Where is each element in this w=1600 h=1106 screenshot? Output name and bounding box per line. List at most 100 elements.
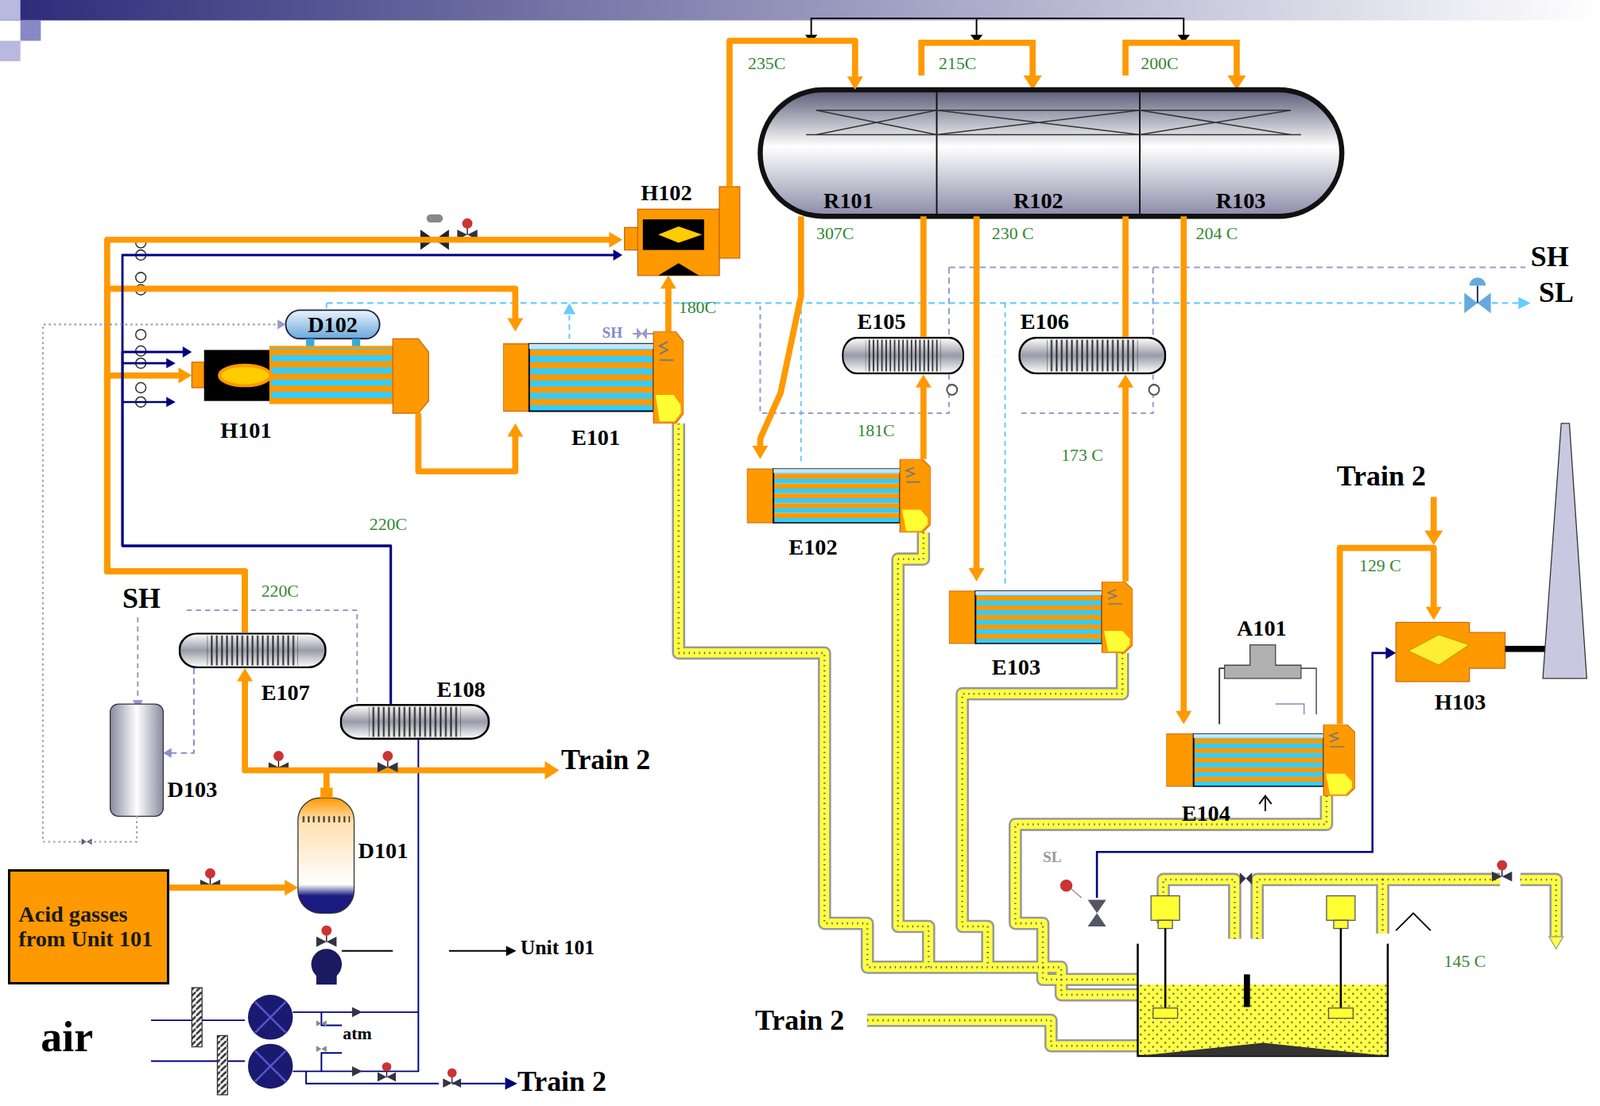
annotation-label: SL [1042,848,1062,866]
reactor-bed: R102 [937,89,1140,217]
line-path [1219,668,1225,725]
process-line [418,413,524,472]
process-line [122,346,392,705]
source-box: Acid gasses from Unit 101 [7,869,170,985]
reactor-bed: R103 [1139,89,1342,217]
line-path [107,375,245,633]
equipment-tag: R103 [1216,188,1267,214]
reactor-top-loop [805,18,1247,90]
process-line [1124,216,1126,337]
line-path [169,884,287,892]
temperature-label: 181C [856,421,895,441]
temperature-label: 235C [747,54,786,74]
line-path [42,324,279,842]
steam-reheater: E107 [178,632,327,669]
process-line [162,668,194,759]
annotation-label: SL [1538,277,1574,310]
equipment-tag: E105 [856,309,906,334]
reactor-bed: R101 [759,89,937,217]
arrow-head [1117,374,1134,388]
process-line [107,368,245,633]
annotation-label: 145 C [1444,952,1487,972]
arrow-head [507,318,524,333]
process-line [1175,216,1192,725]
process-line [1117,374,1134,582]
equipment-tag: E107 [261,680,310,706]
heat-exchangers [179,331,1356,812]
knockout-drum: D101 [298,798,355,914]
line-path [973,216,981,571]
arrow-head [660,275,677,290]
arrow-head [613,249,624,261]
line-path [170,668,194,754]
process-line [42,319,287,842]
process-line [729,40,864,187]
line-path [107,240,613,633]
arrow-head [178,368,193,384]
line-path [665,286,672,332]
temperature-label: 173 C [1061,445,1104,465]
annotation-label: SH [122,583,161,616]
process-line [107,288,524,633]
annotation-label: Train 2 [517,1066,607,1099]
process-line [751,216,801,460]
line-path [729,40,856,187]
line-path [122,352,392,705]
heater-h101 [191,309,429,414]
reactor-vessel [759,89,1342,217]
arrow-head [847,76,864,90]
temperature-label: 230 C [991,224,1035,244]
annotation-label: air [40,1014,93,1062]
process-line [1340,548,1442,725]
temperature-label: 129 C [1359,556,1402,576]
arrow-head [162,748,171,759]
annotation-label: atm [342,1024,372,1044]
arrow-head [284,879,299,896]
process-line [968,216,985,582]
process-line [107,232,623,633]
equipment-tag: E103 [991,654,1041,680]
line-path [1122,384,1129,582]
inline-burner: H102 [622,186,740,276]
line-path [1340,548,1434,725]
annotation-label: 215C [938,54,977,74]
temperature-label: 220C [369,515,407,535]
incinerator: H103 [1395,620,1505,682]
arrow-head [507,423,524,438]
air-cooler: A101 [1224,644,1302,678]
temperature-label: 220C [261,581,299,601]
line-path [920,384,927,459]
vessels [110,645,1317,986]
process-line [122,249,623,705]
line-path [920,216,927,337]
equipment-tag: E104 [1181,801,1231,826]
equipment-tag: R101 [823,188,874,214]
equipment-tag: D101 [358,838,409,864]
equipment-tag: D103 [167,777,218,802]
sulphur-condenser: E103 [949,581,1133,654]
annotation-label: Train 2 [1336,461,1426,493]
process-line [169,879,299,896]
equipment-tag: E106 [1020,309,1070,334]
arrow-head [236,668,253,682]
process-line [1219,668,1225,725]
process-line [922,216,924,337]
incinerator-stack [1060,423,1587,927]
annotation-label: Train 2 [755,1005,845,1038]
line-path [244,678,327,799]
gas-reheater: E105 [841,337,965,376]
temperature-label: 204 C [1196,224,1239,244]
equipment-tag: R102 [1013,188,1064,214]
equipment-tag: H103 [1434,689,1486,715]
arrow-head [1425,607,1442,621]
equipment-tag: E108 [436,677,485,702]
gas-reheater: E106 [1018,337,1167,376]
annotation-label: SH [601,324,623,341]
annotation-label: SH [1530,241,1570,274]
temperature-label: 180C [678,298,717,318]
arrow-head [1175,711,1192,725]
equipment-tag: D102 [307,312,358,338]
arrow-head [182,346,193,358]
header-bar [0,0,1600,62]
sulphur-condenser: E102 [747,459,931,533]
